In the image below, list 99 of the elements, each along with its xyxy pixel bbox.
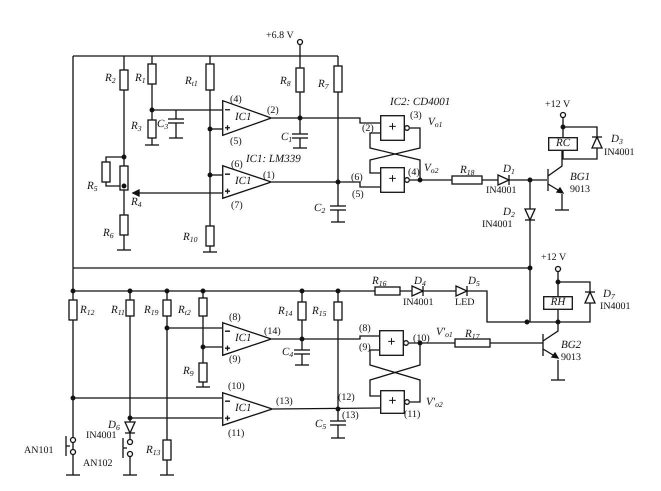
- component-label: (14): [264, 327, 281, 337]
- component-label: D$_{4}$: [414, 276, 426, 288]
- component-label: R$_{6}$: [103, 228, 114, 240]
- component-name: IC1: [235, 333, 252, 344]
- component-name: IC1: [235, 176, 252, 187]
- component-label: (12): [338, 393, 355, 403]
- component-label: +12 V: [545, 100, 570, 110]
- wire: [272, 117, 380, 124]
- component-label: (6): [231, 160, 243, 170]
- component-label: R$_{8}$: [280, 76, 291, 88]
- component-label: V$_{o2}$: [424, 163, 438, 175]
- component-label: D$_{7}$: [603, 289, 615, 301]
- component-label: D$_{5}$: [468, 276, 480, 288]
- wire: [548, 151, 563, 177]
- relay-coil: [548, 137, 578, 151]
- nor-gate: [379, 330, 409, 356]
- component-label: IC2: CD4001: [390, 97, 450, 108]
- component-label: (4): [230, 95, 242, 105]
- component-label: (10): [413, 334, 430, 344]
- wire: [369, 127, 421, 174]
- component-label: IN4001: [486, 186, 517, 196]
- wire: [369, 132, 421, 181]
- component-label: AN101: [24, 446, 54, 456]
- component-label: IN4001: [482, 220, 513, 230]
- component-label: C$_{4}$: [282, 347, 294, 359]
- component-label: 9013: [561, 353, 581, 363]
- component-label: IN4001: [403, 298, 434, 308]
- component-label: R$_{3}$: [131, 121, 142, 133]
- component-label: +12 V: [541, 253, 566, 263]
- component-label: (5): [230, 137, 242, 147]
- component-label: (1): [263, 171, 275, 181]
- component-label: (13): [276, 397, 293, 407]
- component-label: V'$_{o2}$: [426, 397, 443, 409]
- component-label: (5): [352, 190, 364, 200]
- component-label: D$_{3}$: [611, 134, 623, 146]
- component-label: C$_{5}$: [315, 419, 326, 431]
- component-label: 9013: [570, 185, 590, 195]
- component-label: (2): [362, 124, 374, 134]
- component-label: V'$_{o1}$: [436, 327, 453, 339]
- component-label: (2): [267, 106, 279, 116]
- component-label: R$_{2}$: [105, 73, 116, 85]
- gate-symbol: +: [388, 173, 396, 187]
- wire: [272, 335, 379, 340]
- component-label: (3): [410, 111, 422, 121]
- component-label: D$_{2}$: [503, 207, 515, 219]
- component-label: (9): [359, 343, 371, 353]
- component-label: IC1: LM339: [246, 154, 301, 165]
- wire: [272, 181, 380, 188]
- component-label: (11): [404, 410, 420, 420]
- wire: [369, 342, 421, 397]
- component-label: C$_{2}$: [314, 203, 326, 215]
- component-label: R$_{5}$: [87, 181, 98, 193]
- component-label: R$_{12}$: [80, 305, 94, 317]
- component-name: RC: [554, 138, 572, 149]
- component-label: R$_{14}$: [278, 306, 292, 318]
- component-label: (6): [351, 173, 363, 183]
- gate-symbol: +: [388, 395, 396, 409]
- component-label: R$_{1}$: [135, 73, 146, 85]
- component-label: (9): [229, 355, 241, 365]
- component-label: R$_{16}$: [372, 276, 386, 288]
- component-label: R$_{15}$: [312, 306, 326, 318]
- component-label: C$_{3}$: [157, 119, 168, 131]
- component-label: V$_{o1}$: [428, 117, 442, 129]
- component-label: D$_{6}$: [108, 420, 120, 432]
- relay-coil: [543, 296, 573, 310]
- component-name: IC1: [235, 112, 252, 123]
- component-name: RH: [550, 297, 567, 308]
- component-label: R$_{11}$: [111, 305, 125, 317]
- component-label: R$_{19}$: [144, 305, 158, 317]
- component-label: R$_{t2}$: [178, 305, 191, 317]
- gate-symbol: +: [388, 336, 396, 350]
- component-label: (8): [359, 324, 371, 334]
- component-label: BG1: [570, 172, 590, 183]
- component-label: +6.8 V: [266, 31, 294, 41]
- gate-symbol: +: [388, 121, 396, 135]
- component-label: LED: [455, 298, 474, 308]
- component-label: (13): [342, 411, 359, 421]
- component-label: BG2: [561, 340, 582, 351]
- nor-gate: [380, 167, 410, 193]
- component-label: R$_{t1}$: [185, 76, 198, 88]
- component-label: IN4001: [86, 431, 117, 441]
- component-label: AN102: [83, 459, 112, 469]
- component-label: C$_{1}$: [281, 132, 292, 144]
- comparator-triangle: [222, 392, 273, 426]
- component-label: R$_{10}$: [183, 232, 198, 244]
- component-label: D$_{1}$: [503, 164, 515, 176]
- wire: [542, 310, 559, 342]
- component-name: IC1: [235, 403, 252, 414]
- component-label: R$_{18}$: [460, 165, 474, 177]
- wire: [369, 349, 421, 403]
- nor-gate: [380, 115, 410, 141]
- component-label: R$_{7}$: [318, 79, 329, 91]
- component-label: R$_{9}$: [183, 366, 194, 378]
- component-label: IN4001: [604, 148, 635, 158]
- component-label: (4): [408, 168, 420, 178]
- wire: [273, 407, 380, 410]
- component-label: R$_{4}$: [131, 197, 142, 209]
- component-label: IN4001: [600, 302, 631, 312]
- component-label: R$_{13}$: [146, 445, 160, 457]
